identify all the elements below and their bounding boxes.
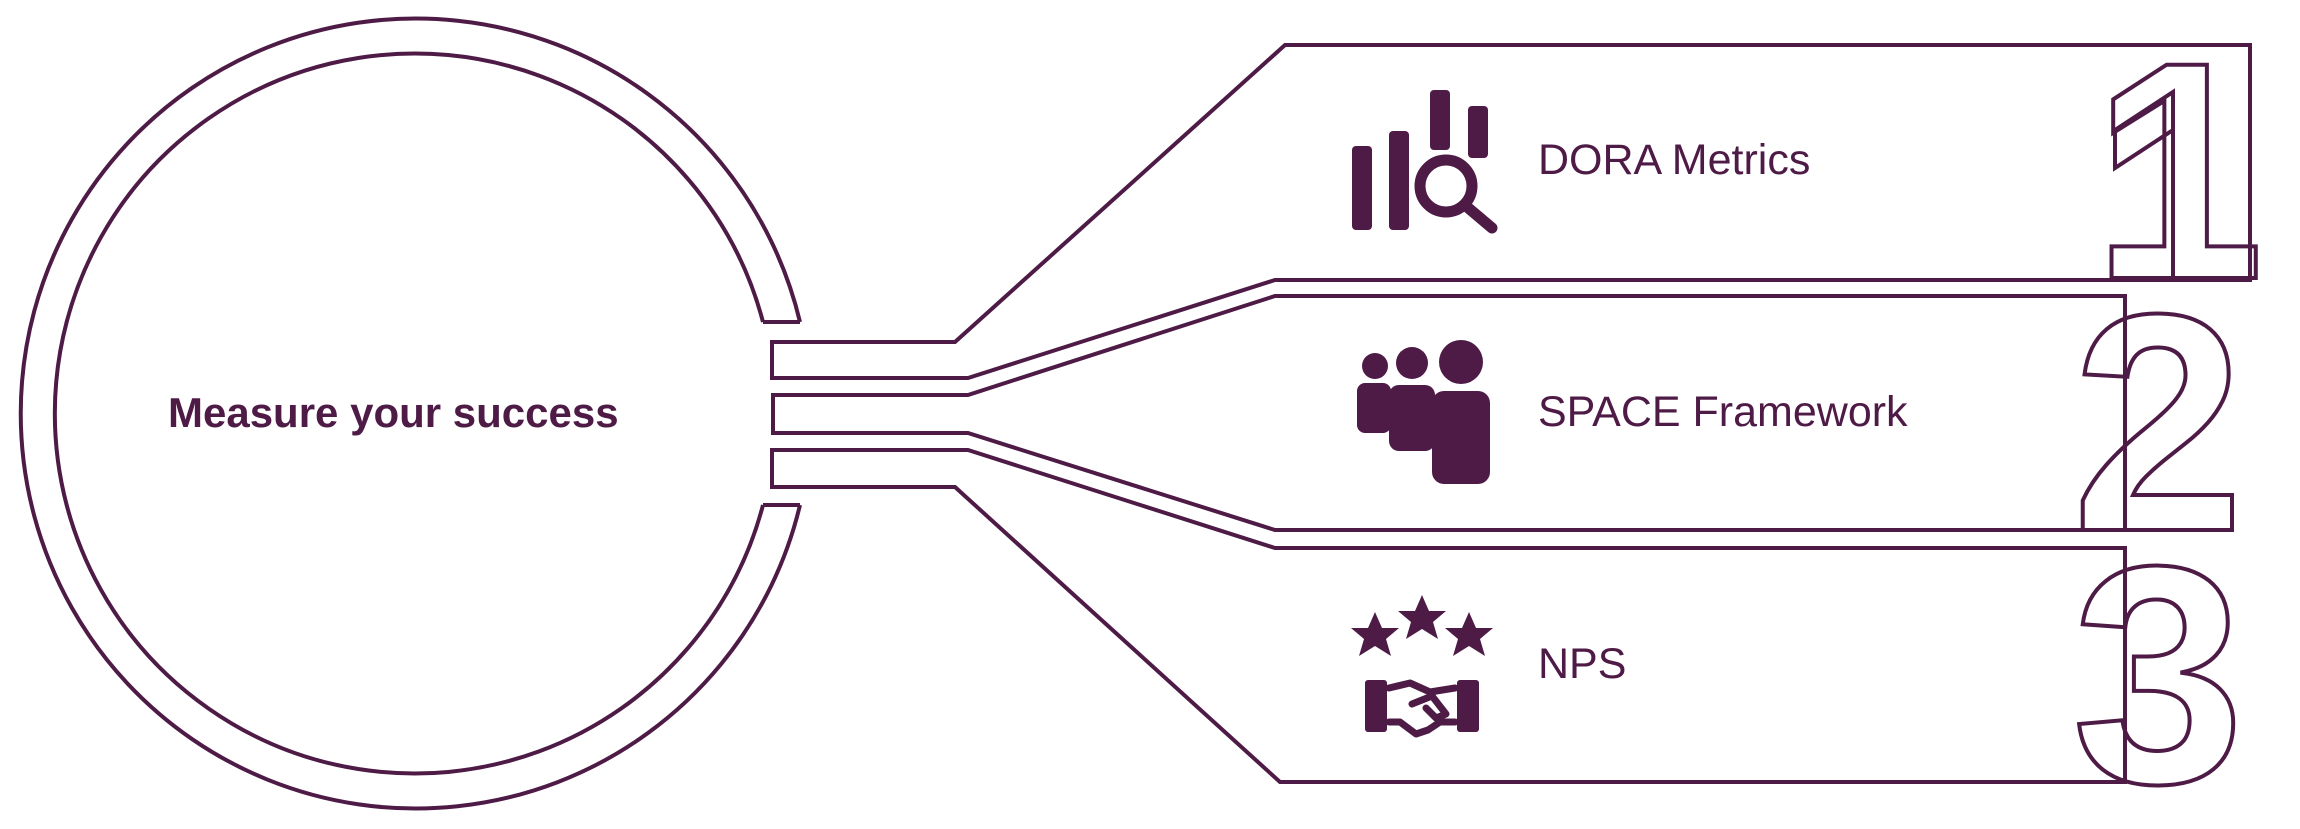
item-label-nps: NPS — [1538, 640, 1627, 688]
number-2: 2 — [2072, 249, 2244, 596]
number-3: 3 — [2072, 501, 2244, 829]
people-group-icon — [1357, 340, 1490, 484]
connector-2 — [771, 294, 2127, 532]
item-label-dora: DORA Metrics — [1538, 136, 1811, 184]
connector-3 — [770, 448, 2127, 784]
connector-1 — [770, 43, 2252, 380]
chart-magnifier-icon — [1352, 90, 1498, 234]
hub-title: Measure your success — [168, 389, 619, 436]
number-1: 1 — [2092, 0, 2264, 344]
hub-ring — [18, 16, 802, 811]
item-label-space: SPACE Framework — [1538, 388, 1908, 436]
stars-handshake-icon — [1351, 595, 1493, 738]
